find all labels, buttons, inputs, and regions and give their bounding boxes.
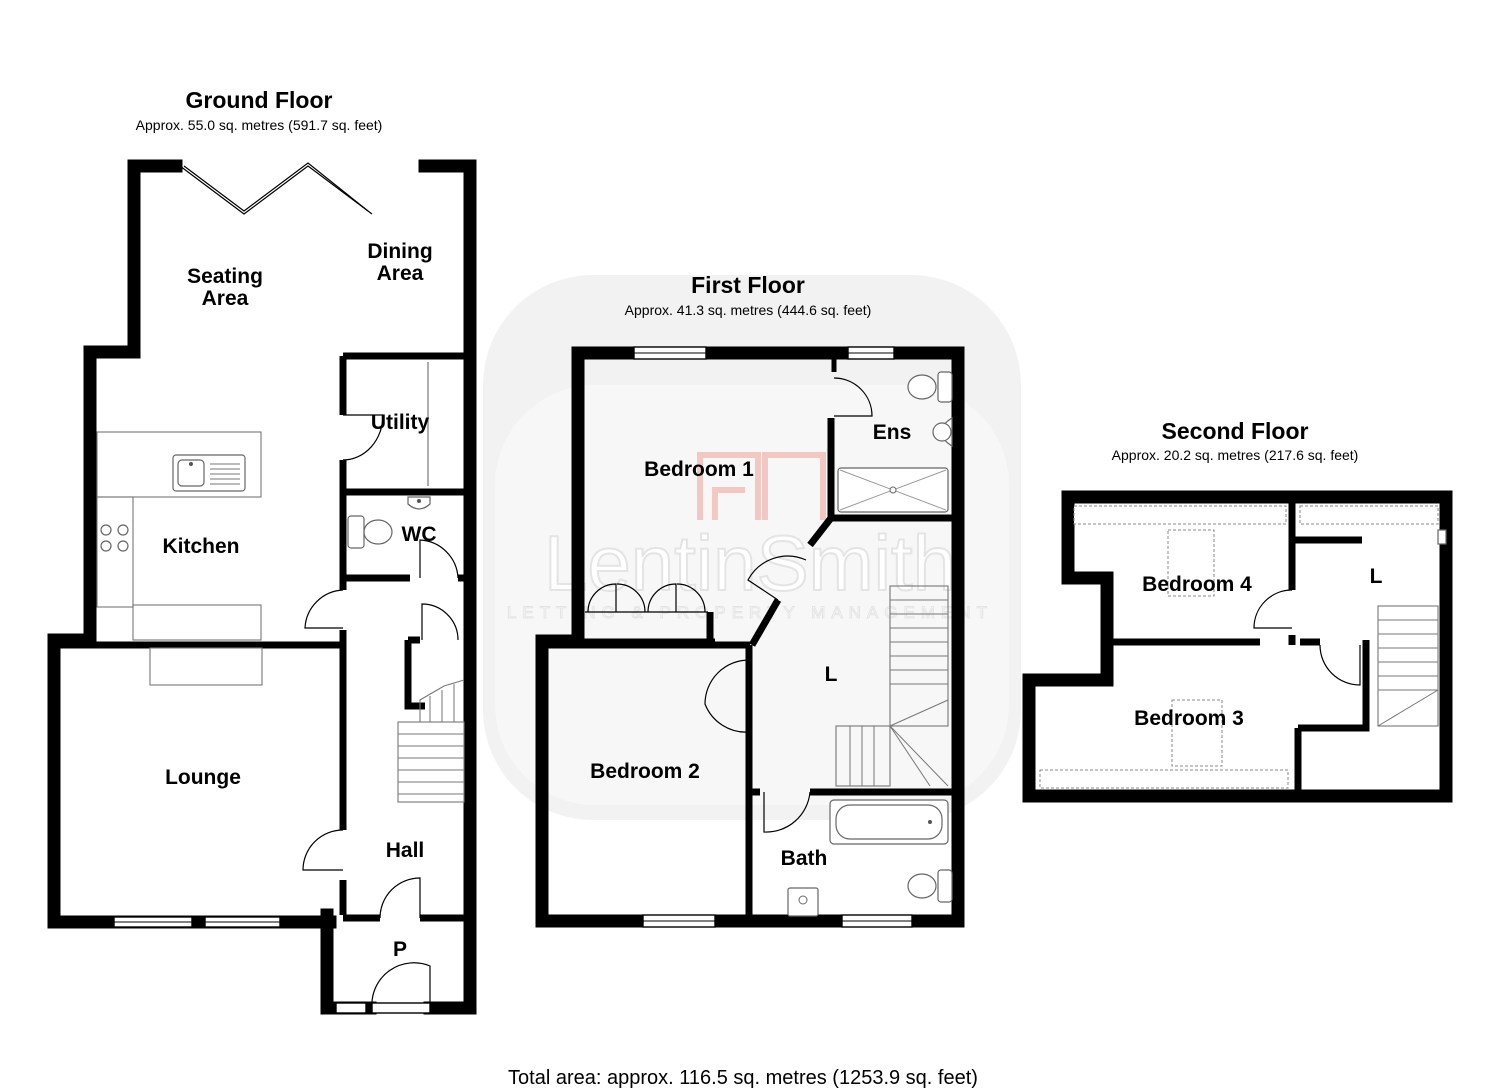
room-bedroom-2: Bedroom 2 [590,760,700,783]
second-floor-title: Second Floor [1162,418,1309,444]
room-ensuite: Ens [873,421,912,444]
room-hall: Hall [386,839,425,862]
room-porch: P [393,938,407,961]
room-dining-area-2: Area [377,262,424,285]
bath-toilet-icon [907,869,953,903]
room-kitchen: Kitchen [162,535,239,558]
ground-floor-area: Approx. 55.0 sq. metres (591.7 sq. feet) [136,117,383,133]
first-floor-area: Approx. 41.3 sq. metres (444.6 sq. feet) [625,302,872,318]
room-dining-area: Dining [367,240,432,263]
logo-house-icon [697,452,826,520]
room-bedroom-4: Bedroom 4 [1142,573,1252,596]
ground-floor: Ground Floor Approx. 55.0 sq. metres (59… [47,87,477,1015]
room-second-landing: L [1370,565,1383,588]
second-floor-area: Approx. 20.2 sq. metres (217.6 sq. feet) [1112,447,1359,463]
bath-tub-icon [829,799,949,845]
room-bedroom-3: Bedroom 3 [1134,707,1244,730]
first-staircase [835,585,949,787]
room-first-landing: L [825,663,838,686]
shower-tray-icon [837,467,949,513]
room-seating-area: Seating [187,265,263,288]
ensuite-basin-icon [932,416,953,448]
ground-floor-title: Ground Floor [186,87,333,113]
first-floor-title: First Floor [691,272,805,298]
basin-icon [407,496,431,510]
total-area: Total area: approx. 116.5 sq. metres (12… [508,1067,978,1089]
bath-basin-icon [787,887,819,917]
watermark-brand: LentinSmith [544,519,956,607]
room-bedroom-1: Bedroom 1 [644,458,754,481]
hob-icon [100,524,129,552]
room-utility: Utility [371,411,430,434]
sink-icon [172,454,246,492]
room-bath: Bath [781,847,828,870]
ground-staircase [397,679,465,803]
room-lounge: Lounge [165,766,241,789]
room-seating-area-2: Area [202,287,249,310]
watermark-tagline: LETTING & PROPERTY MANAGEMENT [507,603,993,622]
toilet-icon [347,515,393,549]
ensuite-toilet-icon [907,371,953,403]
first-floor: First Floor Approx. 41.3 sq. metres (444… [535,272,965,928]
room-wc: WC [402,523,437,546]
second-floor: Second Floor Approx. 20.2 sq. metres (21… [1022,418,1453,803]
second-staircase [1377,605,1439,727]
